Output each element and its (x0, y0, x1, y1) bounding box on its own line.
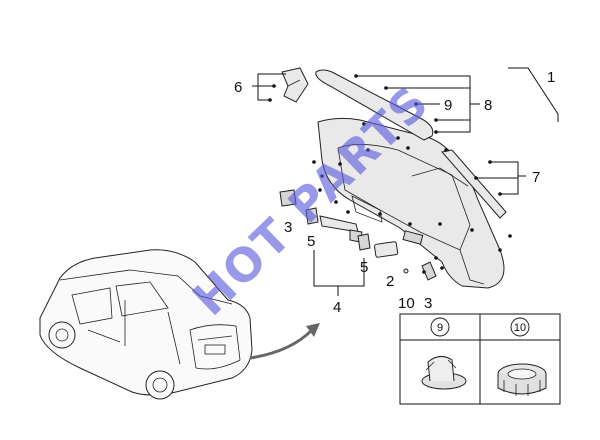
bumper-3-left (279, 189, 297, 207)
callout-10: 10 (398, 295, 415, 312)
callout-5-left: 5 (307, 233, 315, 250)
hook-5-left (305, 207, 319, 225)
clip-9-drawing (421, 356, 467, 390)
detail-label-9: 9 (437, 322, 443, 334)
bumper-3-right (421, 261, 437, 281)
callout-labels: 1 6 9 8 7 3 5 5 2 10 3 4 (234, 69, 555, 316)
detail-circle-10 (510, 317, 530, 337)
upper-garnish-strip (315, 69, 434, 141)
callout-3-left: 3 (284, 219, 292, 236)
callout-9: 9 (444, 97, 452, 114)
fastener-dots (312, 122, 512, 274)
callout-1: 1 (547, 69, 555, 86)
callout-6: 6 (234, 79, 242, 96)
corner-garnish-6 (281, 67, 309, 103)
curved-arrow-icon (249, 323, 320, 360)
callout-5-right: 5 (360, 259, 368, 276)
callout-8: 8 (484, 97, 492, 114)
clip-10 (403, 268, 409, 274)
clip-10-drawing (497, 363, 547, 396)
cover-2 (374, 241, 399, 258)
callout-2: 2 (386, 273, 394, 290)
detail-label-10: 10 (514, 322, 526, 334)
side-strip-7 (441, 149, 507, 219)
callout-4: 4 (333, 299, 341, 316)
car-illustration (39, 249, 253, 400)
callout-7: 7 (532, 169, 540, 186)
hook-5-right (357, 233, 371, 251)
detail-table: 9 10 (399, 313, 561, 405)
callout-3-right: 3 (424, 295, 432, 312)
detail-circle-9 (430, 317, 450, 337)
leader-lines (252, 67, 559, 296)
